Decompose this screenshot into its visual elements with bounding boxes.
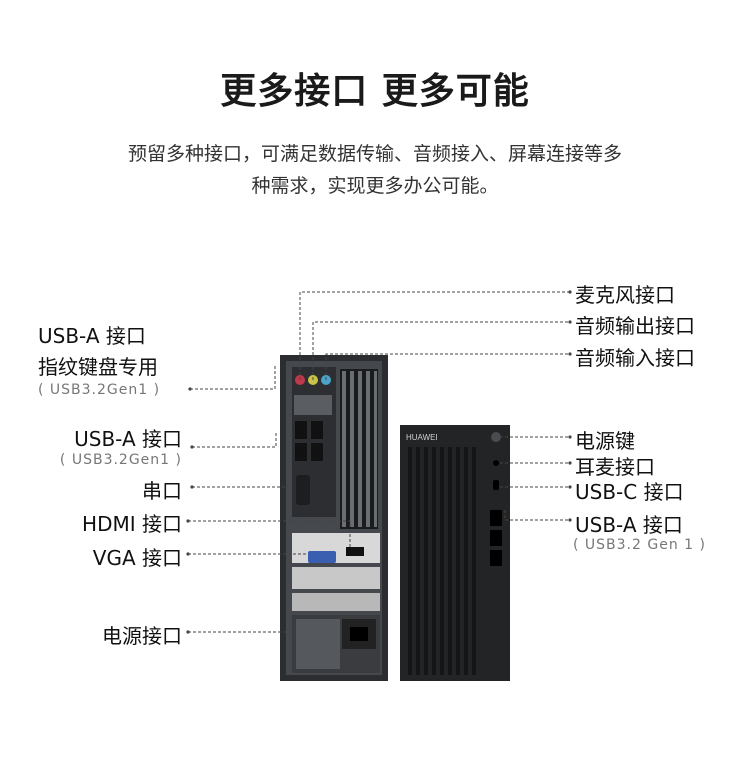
- headset-jack: [493, 460, 499, 466]
- label-vga: VGA 接口: [92, 546, 182, 570]
- label-hdmi: HDMI 接口: [82, 512, 182, 536]
- label-usb-a-spec: ( USB3.2Gen1 ): [59, 452, 182, 468]
- label-serial: 串口: [142, 479, 182, 503]
- label-usb-a-front: USB-A 接口: [575, 513, 683, 537]
- label-audio-out: 音频输出接口: [575, 314, 695, 338]
- label-usb-a: USB-A 接口: [74, 427, 182, 451]
- power-button: [491, 432, 501, 442]
- label-mic: 麦克风接口: [575, 283, 675, 307]
- label-usb-a-fingerprint: USB-A 接口: [38, 324, 146, 348]
- label-fingerprint-keyboard: 指纹键盘专用: [38, 355, 158, 379]
- label-usb-a-front-spec: ( USB3.2 Gen 1 ): [573, 537, 706, 553]
- pc-front-chassis: HUAWEI: [400, 425, 510, 681]
- label-usb-a-fingerprint-spec: ( USB3.2Gen1 ): [38, 382, 161, 398]
- label-usb-c: USB-C 接口: [575, 480, 684, 504]
- brand-logo: HUAWEI: [406, 433, 438, 442]
- label-audio-in: 音频输入接口: [575, 346, 695, 370]
- pc-rear-chassis: [280, 355, 388, 681]
- desc-line-1: 预留多种接口，可满足数据传输、音频接入、屏幕连接等多: [127, 143, 622, 165]
- label-headset: 耳麦接口: [575, 455, 655, 479]
- usb-c-port: [493, 480, 499, 490]
- page-title: 更多接口 更多可能: [220, 71, 530, 112]
- label-power-port: 电源接口: [102, 624, 182, 648]
- label-power-button: 电源键: [575, 429, 635, 453]
- desc-line-2: 种需求，实现更多办公可能。: [251, 175, 499, 197]
- page-description: 预留多种接口，可满足数据传输、音频接入、屏幕连接等多 种需求，实现更多办公可能。: [0, 138, 750, 202]
